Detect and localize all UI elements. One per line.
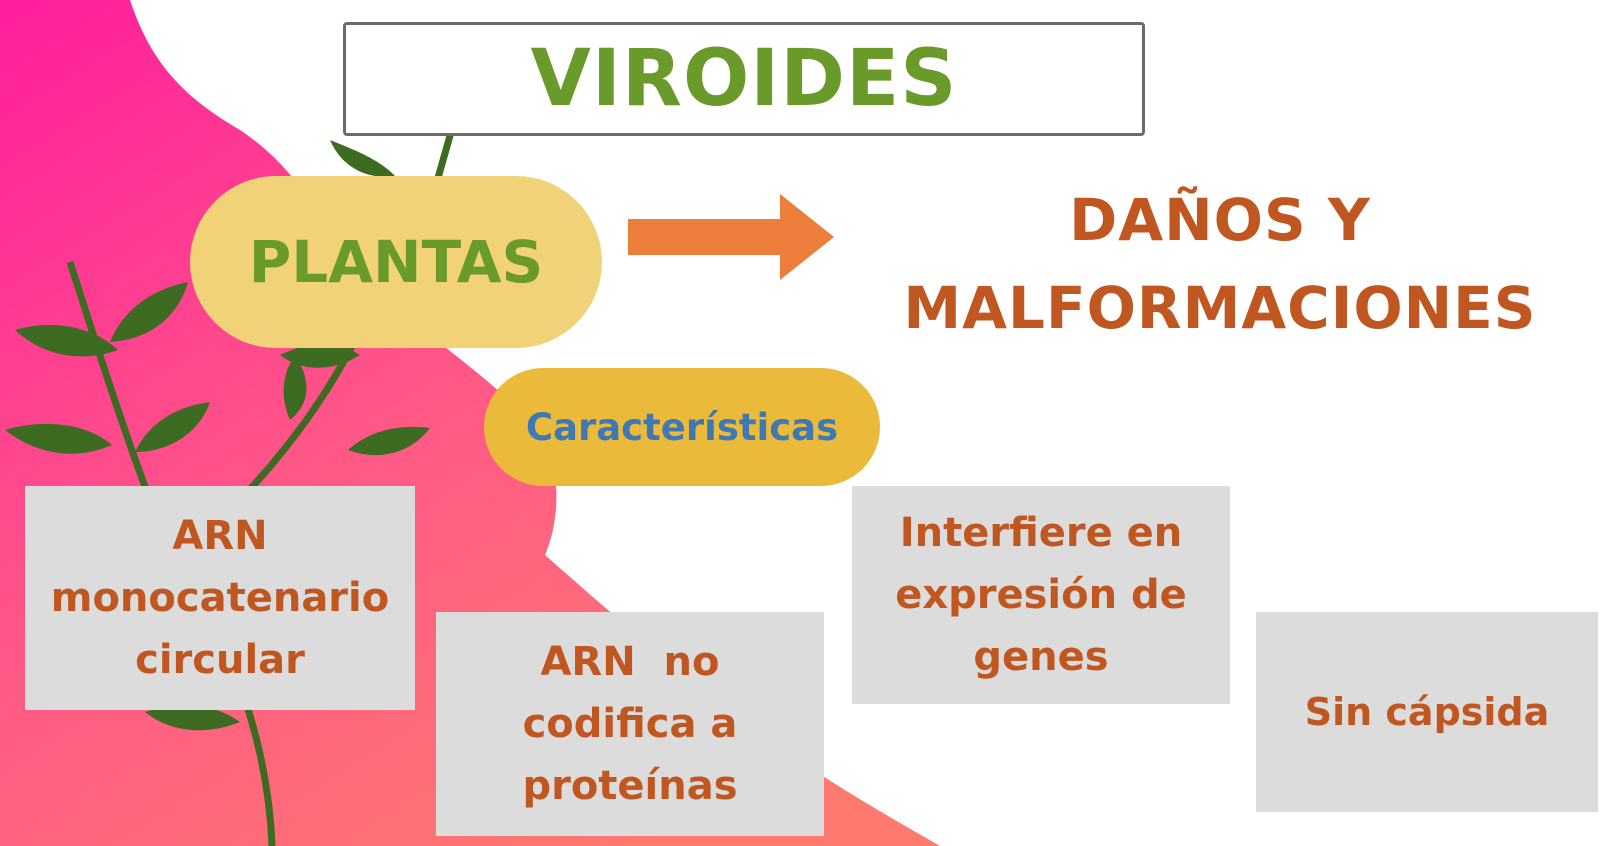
effect-heading: DAÑOS Y MALFORMACIONES bbox=[850, 176, 1590, 356]
effect-line-2: MALFORMACIONES bbox=[903, 274, 1537, 342]
effect-line-1: DAÑOS Y bbox=[1069, 186, 1371, 254]
card-line: codifica a bbox=[522, 701, 738, 747]
card-line: monocatenario bbox=[50, 575, 390, 621]
plant-illustration bbox=[5, 117, 459, 846]
characteristics-label: Características bbox=[525, 405, 839, 449]
card-line: expresión de bbox=[895, 572, 1187, 618]
characteristics-pill: Características bbox=[484, 368, 880, 486]
title-box: VIROIDES bbox=[343, 22, 1145, 136]
characteristic-card-gene-expression: Interfiere en expresión de genes bbox=[852, 486, 1230, 704]
characteristic-card-no-capsid: Sin cápsida bbox=[1256, 612, 1598, 812]
card-line: circular bbox=[135, 637, 305, 683]
page-title: VIROIDES bbox=[530, 34, 958, 124]
arrow-right-icon bbox=[628, 194, 834, 280]
card-line: Interfiere en bbox=[899, 510, 1183, 556]
card-line: Sin cápsida bbox=[1304, 690, 1550, 734]
host-pill: PLANTAS bbox=[190, 176, 602, 348]
card-line: ARN no bbox=[540, 639, 720, 685]
card-line: ARN bbox=[172, 513, 268, 559]
characteristic-card-noncoding: ARN no codifica a proteínas bbox=[436, 612, 824, 836]
host-label: PLANTAS bbox=[248, 228, 544, 296]
characteristic-card-rna-circular: ARN monocatenario circular bbox=[25, 486, 415, 710]
card-line: proteínas bbox=[522, 763, 738, 809]
card-line: genes bbox=[973, 634, 1109, 680]
